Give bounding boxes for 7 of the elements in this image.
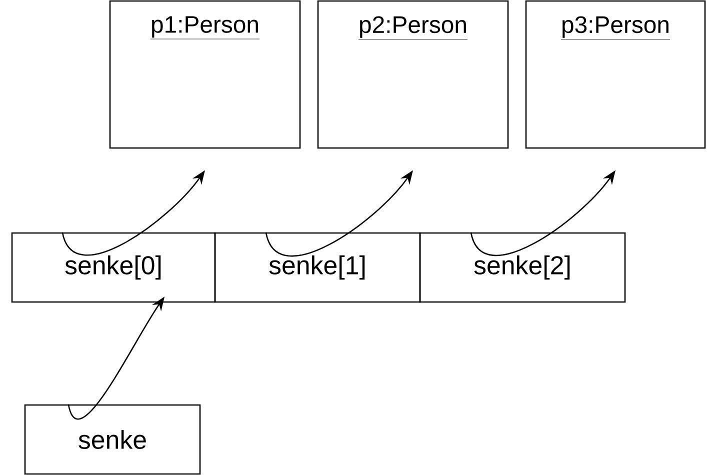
object-box: p2:Person xyxy=(317,0,509,149)
array-cell: senke[2] xyxy=(419,232,626,303)
object-box: p1:Person xyxy=(109,0,301,149)
array-cell: senke[1] xyxy=(214,232,421,303)
array-cell: senke xyxy=(24,404,201,475)
array-cell: senke[0] xyxy=(11,232,216,303)
object-box: p3:Person xyxy=(525,0,706,149)
